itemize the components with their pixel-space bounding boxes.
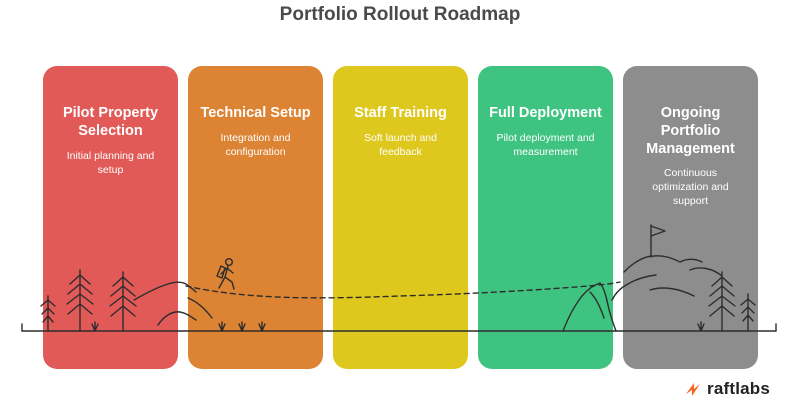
brand-logo-icon <box>686 383 700 396</box>
stage-title: Pilot Property Selection <box>62 105 159 139</box>
stage-description: Pilot deployment and measurement <box>496 132 595 158</box>
stage-pilot-property-selection: Pilot Property Selection Initial plannin… <box>43 66 178 369</box>
stage-description: Soft launch and feedback <box>364 132 437 158</box>
stage-title: Technical Setup <box>200 105 311 121</box>
brand: raftlabs <box>684 377 770 401</box>
stage-staff-training: Staff Training Soft launch and feedback <box>333 66 468 369</box>
stage-technical-setup: Technical Setup Integration and configur… <box>188 66 323 369</box>
brand-name: raftlabs <box>707 379 771 398</box>
stage-title: Full Deployment <box>489 105 602 121</box>
stage-title: Ongoing Portfolio Management <box>646 105 735 157</box>
stage-title: Staff Training <box>354 105 447 121</box>
stage-full-deployment: Full Deployment Pilot deployment and mea… <box>478 66 613 369</box>
stage-ongoing-portfolio-management: Ongoing Portfolio Management Continuous … <box>623 66 758 369</box>
stage-description: Continuous optimization and support <box>652 167 729 207</box>
page-title: Portfolio Rollout Roadmap <box>279 4 521 25</box>
stage-description: Initial planning and setup <box>66 150 155 176</box>
stage-description: Integration and configuration <box>220 132 291 158</box>
